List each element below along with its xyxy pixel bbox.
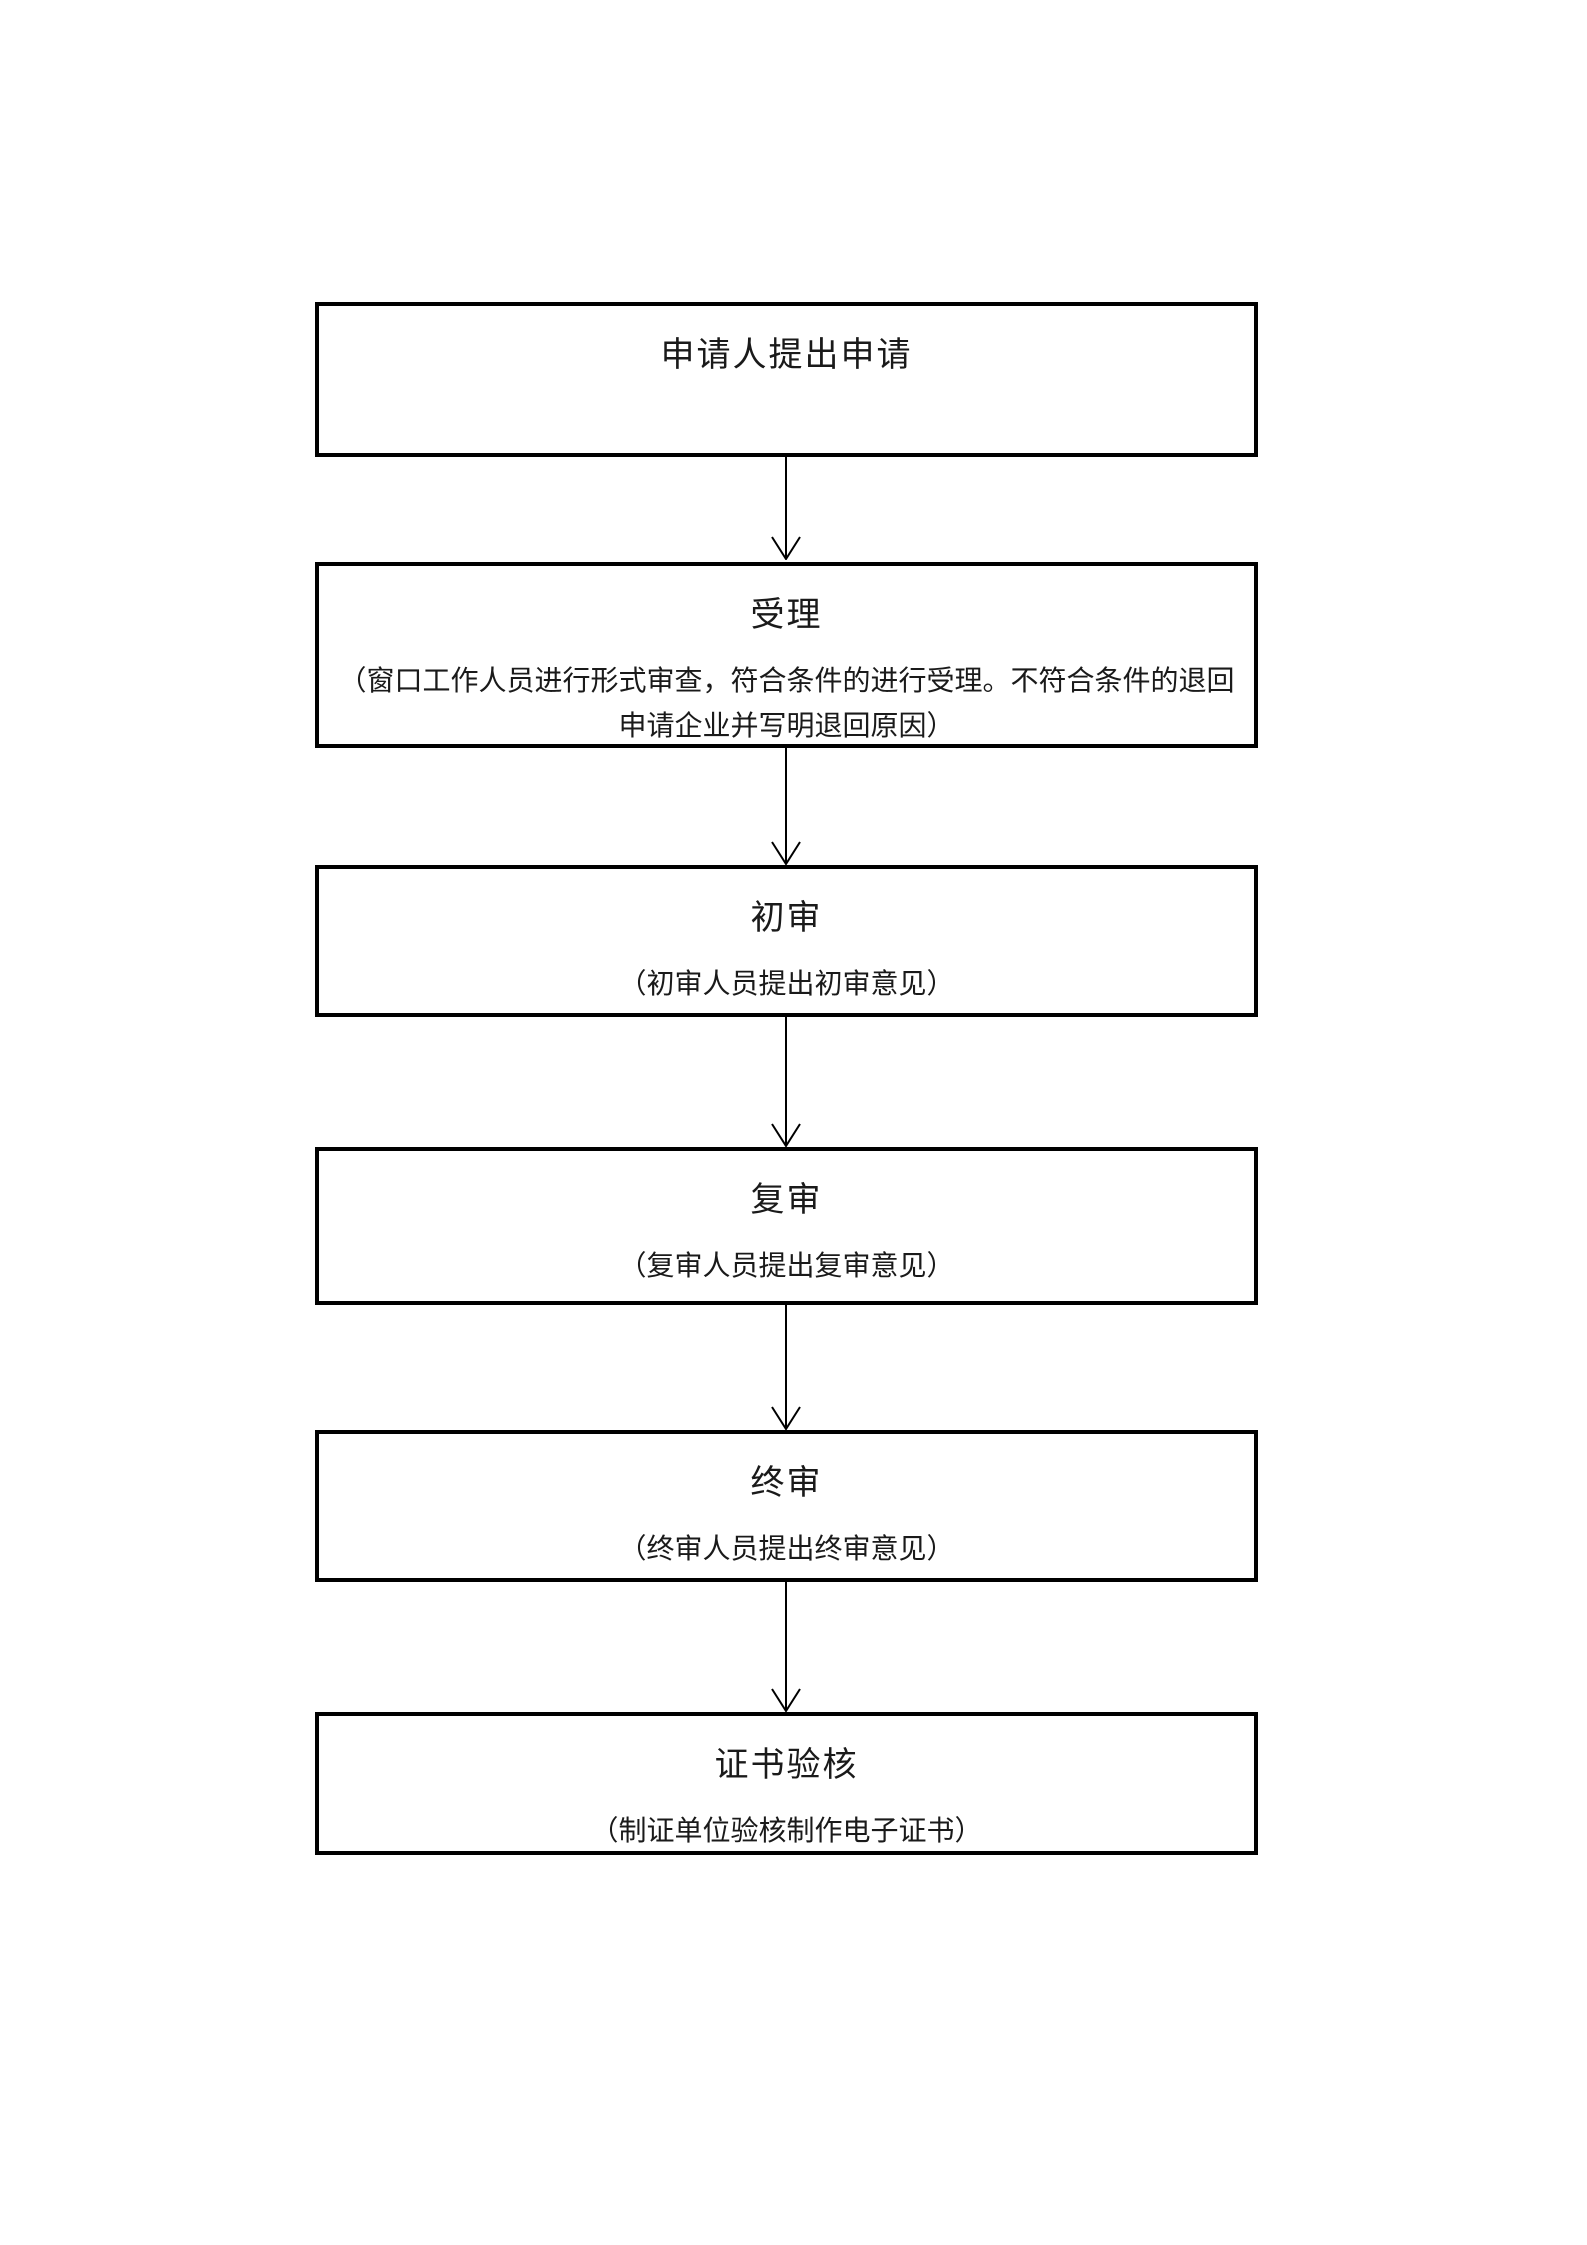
- arrow-down-icon: [766, 457, 806, 560]
- node-title: 受理: [750, 595, 823, 635]
- flow-node-second-review: 复审 （复审人员提出复审意见）: [315, 1147, 1258, 1305]
- node-title: 初审: [750, 898, 823, 938]
- arrow-down-icon: [766, 1305, 806, 1430]
- arrow-down-icon: [766, 1582, 806, 1712]
- node-title: 申请人提出申请: [660, 335, 913, 375]
- node-subtitle: （窗口工作人员进行形式审查，符合条件的进行受理。不符合条件的退回申请企业并写明退…: [338, 664, 1235, 742]
- node-title: 终审: [750, 1463, 823, 1503]
- flow-node-acceptance: 受理 （窗口工作人员进行形式审查，符合条件的进行受理。不符合条件的退回申请企业并…: [315, 562, 1258, 748]
- flow-node-application: 申请人提出申请: [315, 302, 1258, 457]
- node-subtitle: （复审人员提出复审意见）: [618, 1249, 955, 1282]
- node-title: 复审: [750, 1180, 823, 1220]
- flow-node-certificate-verification: 证书验核 （制证单位验核制作电子证书）: [315, 1712, 1258, 1855]
- node-subtitle: （初审人员提出初审意见）: [618, 967, 955, 1000]
- arrow-down-icon: [766, 1017, 806, 1147]
- flow-node-initial-review: 初审 （初审人员提出初审意见）: [315, 865, 1258, 1017]
- node-subtitle: （终审人员提出终审意见）: [618, 1532, 955, 1565]
- node-title: 证书验核: [714, 1745, 859, 1785]
- arrow-down-icon: [766, 748, 806, 865]
- node-subtitle: （制证单位验核制作电子证书）: [590, 1814, 983, 1847]
- flow-node-final-review: 终审 （终审人员提出终审意见）: [315, 1430, 1258, 1582]
